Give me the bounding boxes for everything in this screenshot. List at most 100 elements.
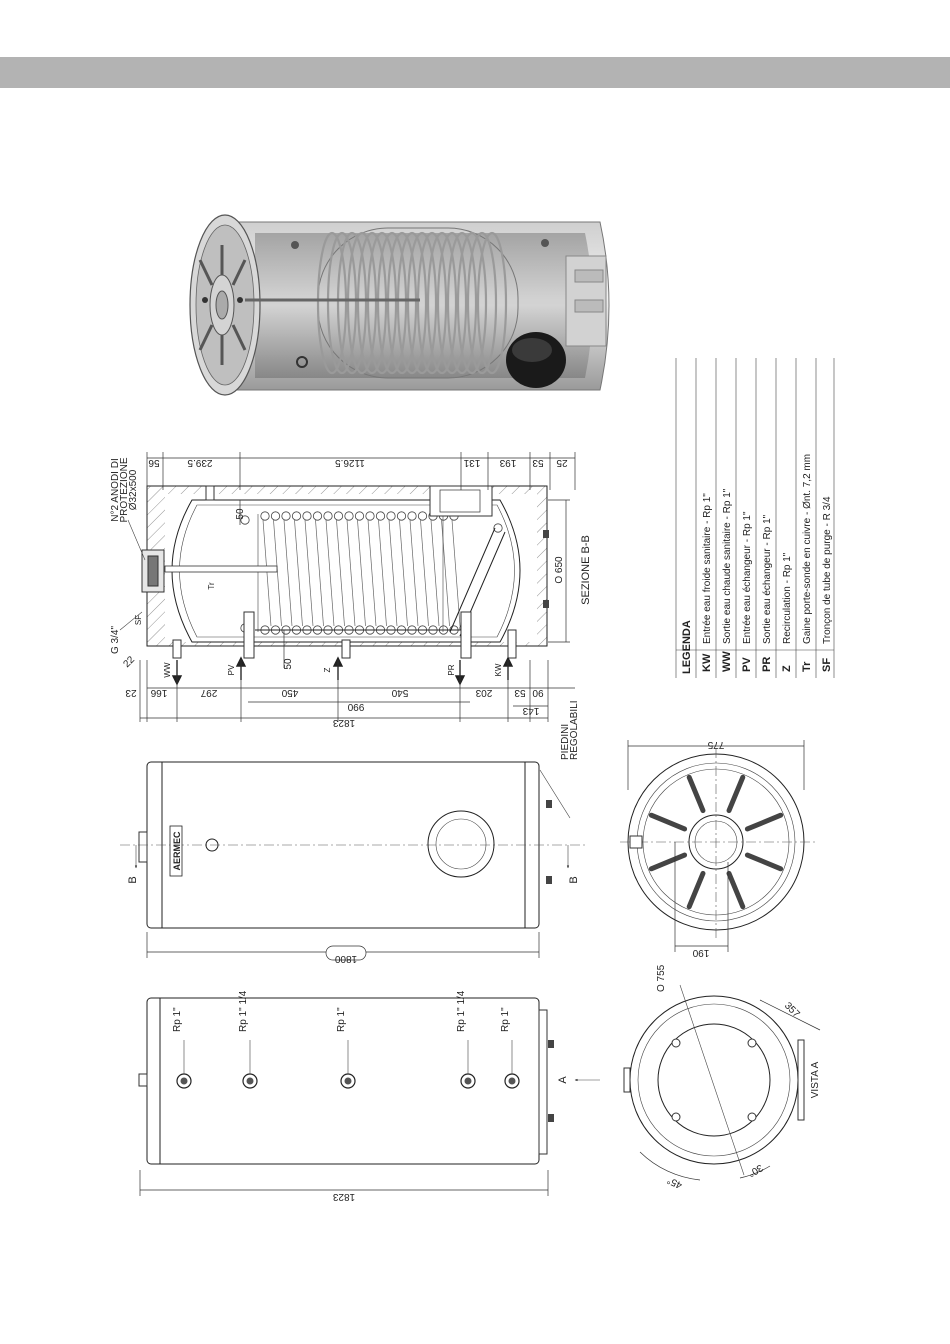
dim-value: 1126.5 bbox=[335, 457, 365, 468]
coil-loop bbox=[366, 231, 398, 375]
coil-tube bbox=[493, 523, 503, 533]
coil-tube bbox=[344, 511, 354, 521]
dim-value: 50 bbox=[283, 658, 294, 670]
coil-tube bbox=[312, 511, 323, 521]
coil-link bbox=[430, 519, 440, 627]
legend-code: Z bbox=[781, 665, 793, 672]
dim-value: 1823 bbox=[332, 717, 355, 728]
coil-loop bbox=[316, 231, 348, 375]
coil-link bbox=[357, 519, 366, 627]
dim-value: 166 bbox=[150, 687, 167, 698]
dim-value: 450 bbox=[281, 687, 298, 698]
support-spoke bbox=[648, 852, 688, 872]
feet-label: REGOLABILI bbox=[569, 701, 580, 760]
tank-shell bbox=[171, 499, 521, 643]
connection-label: WW bbox=[163, 662, 172, 678]
coil-loop bbox=[416, 231, 448, 375]
section-mark: B bbox=[127, 876, 139, 883]
dim-value: 53 bbox=[514, 687, 526, 698]
coil-loop bbox=[376, 231, 408, 375]
coil-tube bbox=[240, 515, 250, 525]
dim-value: 775 bbox=[707, 739, 724, 750]
coil-tube bbox=[417, 511, 428, 521]
anode-label: N°2 ANODI DI bbox=[110, 458, 121, 521]
legend-text: Sortie eau échangeur - Rp 1" bbox=[762, 514, 773, 644]
coil-loop bbox=[396, 231, 428, 375]
dim-value: 23 bbox=[125, 687, 137, 698]
legend-text: Entrée eau froide sanitaire - Rp 1" bbox=[702, 493, 713, 644]
coil-tube bbox=[291, 511, 302, 521]
dim-value: 25 bbox=[556, 457, 568, 468]
coil-tube bbox=[354, 511, 365, 521]
coil-tube bbox=[396, 511, 407, 521]
coil-loop bbox=[326, 231, 358, 375]
coil-link bbox=[273, 519, 282, 627]
coil-link bbox=[367, 519, 377, 627]
dim-value: 540 bbox=[391, 687, 408, 698]
coil-link bbox=[325, 519, 335, 627]
coil-link bbox=[388, 519, 398, 627]
coil-tube bbox=[365, 511, 375, 521]
sf-label: SF bbox=[134, 615, 143, 625]
legend-code: PR bbox=[761, 657, 773, 672]
coil-tube bbox=[386, 511, 396, 521]
port-bore bbox=[464, 1077, 472, 1085]
coil-link bbox=[420, 519, 429, 627]
coil-section bbox=[240, 511, 503, 635]
sensor-sleeve bbox=[164, 565, 278, 573]
dim-value: 22 bbox=[121, 654, 137, 670]
coil-tube bbox=[281, 511, 291, 521]
port-label: Rp 1" 1/4 bbox=[238, 990, 249, 1032]
dim-value: 53 bbox=[532, 457, 544, 468]
section-mark: B bbox=[568, 876, 580, 883]
coil-3d bbox=[316, 227, 519, 379]
legend-code: SF bbox=[821, 658, 833, 672]
coil-loop bbox=[346, 231, 378, 375]
dim-value: 239.5 bbox=[187, 457, 212, 468]
section-title: SEZIONE B-B bbox=[580, 535, 592, 605]
coil-link bbox=[294, 519, 303, 627]
angle-label: 30° bbox=[746, 1162, 765, 1179]
legend-text: Tronçon de tube de purge - R 3/4 bbox=[822, 496, 833, 644]
legend-code: WW bbox=[721, 651, 733, 672]
anode-label: Ø32x500 bbox=[128, 469, 139, 510]
connection-label: PV bbox=[227, 664, 236, 675]
coil-loop bbox=[456, 231, 488, 375]
anode-label: PROTEZIONE bbox=[119, 457, 130, 522]
coil-link bbox=[399, 519, 408, 627]
support-spoke bbox=[648, 812, 688, 832]
dim-value: 297 bbox=[200, 687, 217, 698]
connection-label: KW bbox=[494, 663, 503, 676]
dim-value: 143 bbox=[522, 705, 539, 716]
port-bore bbox=[246, 1077, 254, 1085]
legend-text: Gaine porte-sonde en cuivre - Ønt. 7,2 m… bbox=[802, 454, 813, 644]
connection-label: Z bbox=[323, 667, 332, 672]
port-label: Rp 1" bbox=[172, 1007, 183, 1032]
coil-tube bbox=[375, 511, 386, 521]
view-mark: A bbox=[557, 1076, 569, 1084]
legend-title: LEGENDA bbox=[681, 620, 693, 674]
dim-value: 131 bbox=[463, 457, 480, 468]
port-bore bbox=[180, 1077, 188, 1085]
support-spoke bbox=[726, 870, 746, 910]
inspection-flange bbox=[429, 485, 493, 517]
support-spoke bbox=[744, 812, 784, 832]
port-bore bbox=[344, 1077, 352, 1085]
dim-value: 203 bbox=[475, 687, 492, 698]
coil-link bbox=[283, 519, 293, 627]
coil-loop bbox=[466, 231, 498, 375]
coil-link bbox=[262, 519, 272, 627]
coil-tube bbox=[323, 511, 333, 521]
coil-loop bbox=[426, 231, 458, 375]
port-label: Rp 1" bbox=[336, 1007, 347, 1032]
coil-loop bbox=[436, 231, 468, 375]
legend-code: Tr bbox=[801, 661, 813, 672]
connection-label: PR bbox=[447, 664, 456, 675]
dim-value: 990 bbox=[347, 701, 364, 712]
dim-value: 1823 bbox=[332, 1191, 355, 1202]
support-spoke bbox=[726, 774, 746, 814]
